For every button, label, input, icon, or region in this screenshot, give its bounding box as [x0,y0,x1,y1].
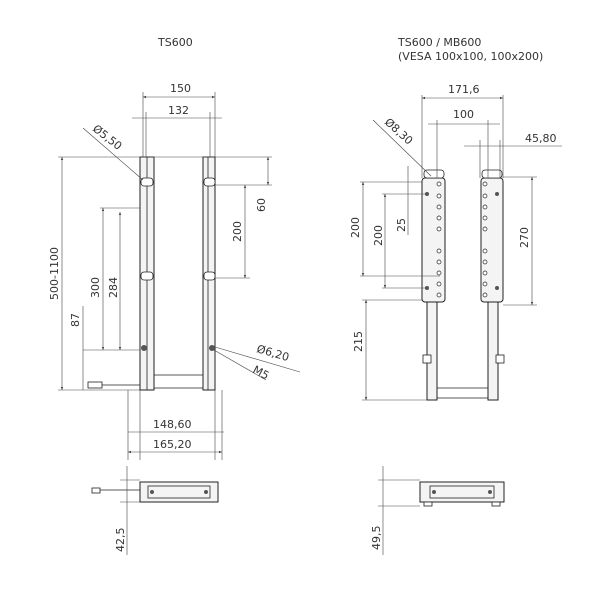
left-frame [87,156,216,391]
left-view: TS600 150 132 Ø5,50 [48,36,301,555]
hole-diameter-8-30: Ø8,30 [382,116,415,148]
right-dimensions: 171,6 100 45,80 Ø8,30 25 200 200 270 [349,83,562,401]
dim-25: 25 [395,218,408,232]
dim-height-range: 500-1100 [48,247,61,300]
dim-215: 215 [352,331,365,352]
right-view-subtitle: (VESA 100x100, 100x200) [398,50,543,63]
right-frame [421,169,505,401]
dim-148-60: 148,60 [153,418,192,431]
right-bottom-view: 49,5 [370,466,505,555]
dim-150: 150 [170,82,191,95]
dim-100: 100 [453,108,474,121]
dim-284: 284 [107,277,120,298]
dim-87: 87 [69,313,82,327]
dim-200: 200 [231,221,244,242]
right-view-title: TS600 / MB600 [397,36,481,49]
dim-165-20: 165,20 [153,438,192,451]
left-dimensions: 150 132 Ø5,50 500-1100 60 200 300 284 87 [48,82,301,460]
dim-171-6: 171,6 [448,83,480,96]
dim-45-80: 45,80 [525,132,557,145]
left-bottom-view: 42,5 [91,466,219,555]
hole-diameter-5-50: Ø5,50 [90,122,124,153]
hole-diameter-6-20: Ø6,20 [255,342,290,364]
dim-200-inner: 200 [372,225,385,246]
right-view: TS600 / MB600 (VESA 100x100, 100x200) [349,36,562,555]
dim-depth-49-5: 49,5 [370,526,383,551]
dim-200-outer: 200 [349,217,362,238]
dim-depth-42-5: 42,5 [114,528,127,553]
thread-m5: M5 [251,363,272,382]
dim-132: 132 [168,104,189,117]
left-view-title: TS600 [157,36,193,49]
dim-270: 270 [518,227,531,248]
dim-60: 60 [255,198,268,212]
dim-300: 300 [89,277,102,298]
